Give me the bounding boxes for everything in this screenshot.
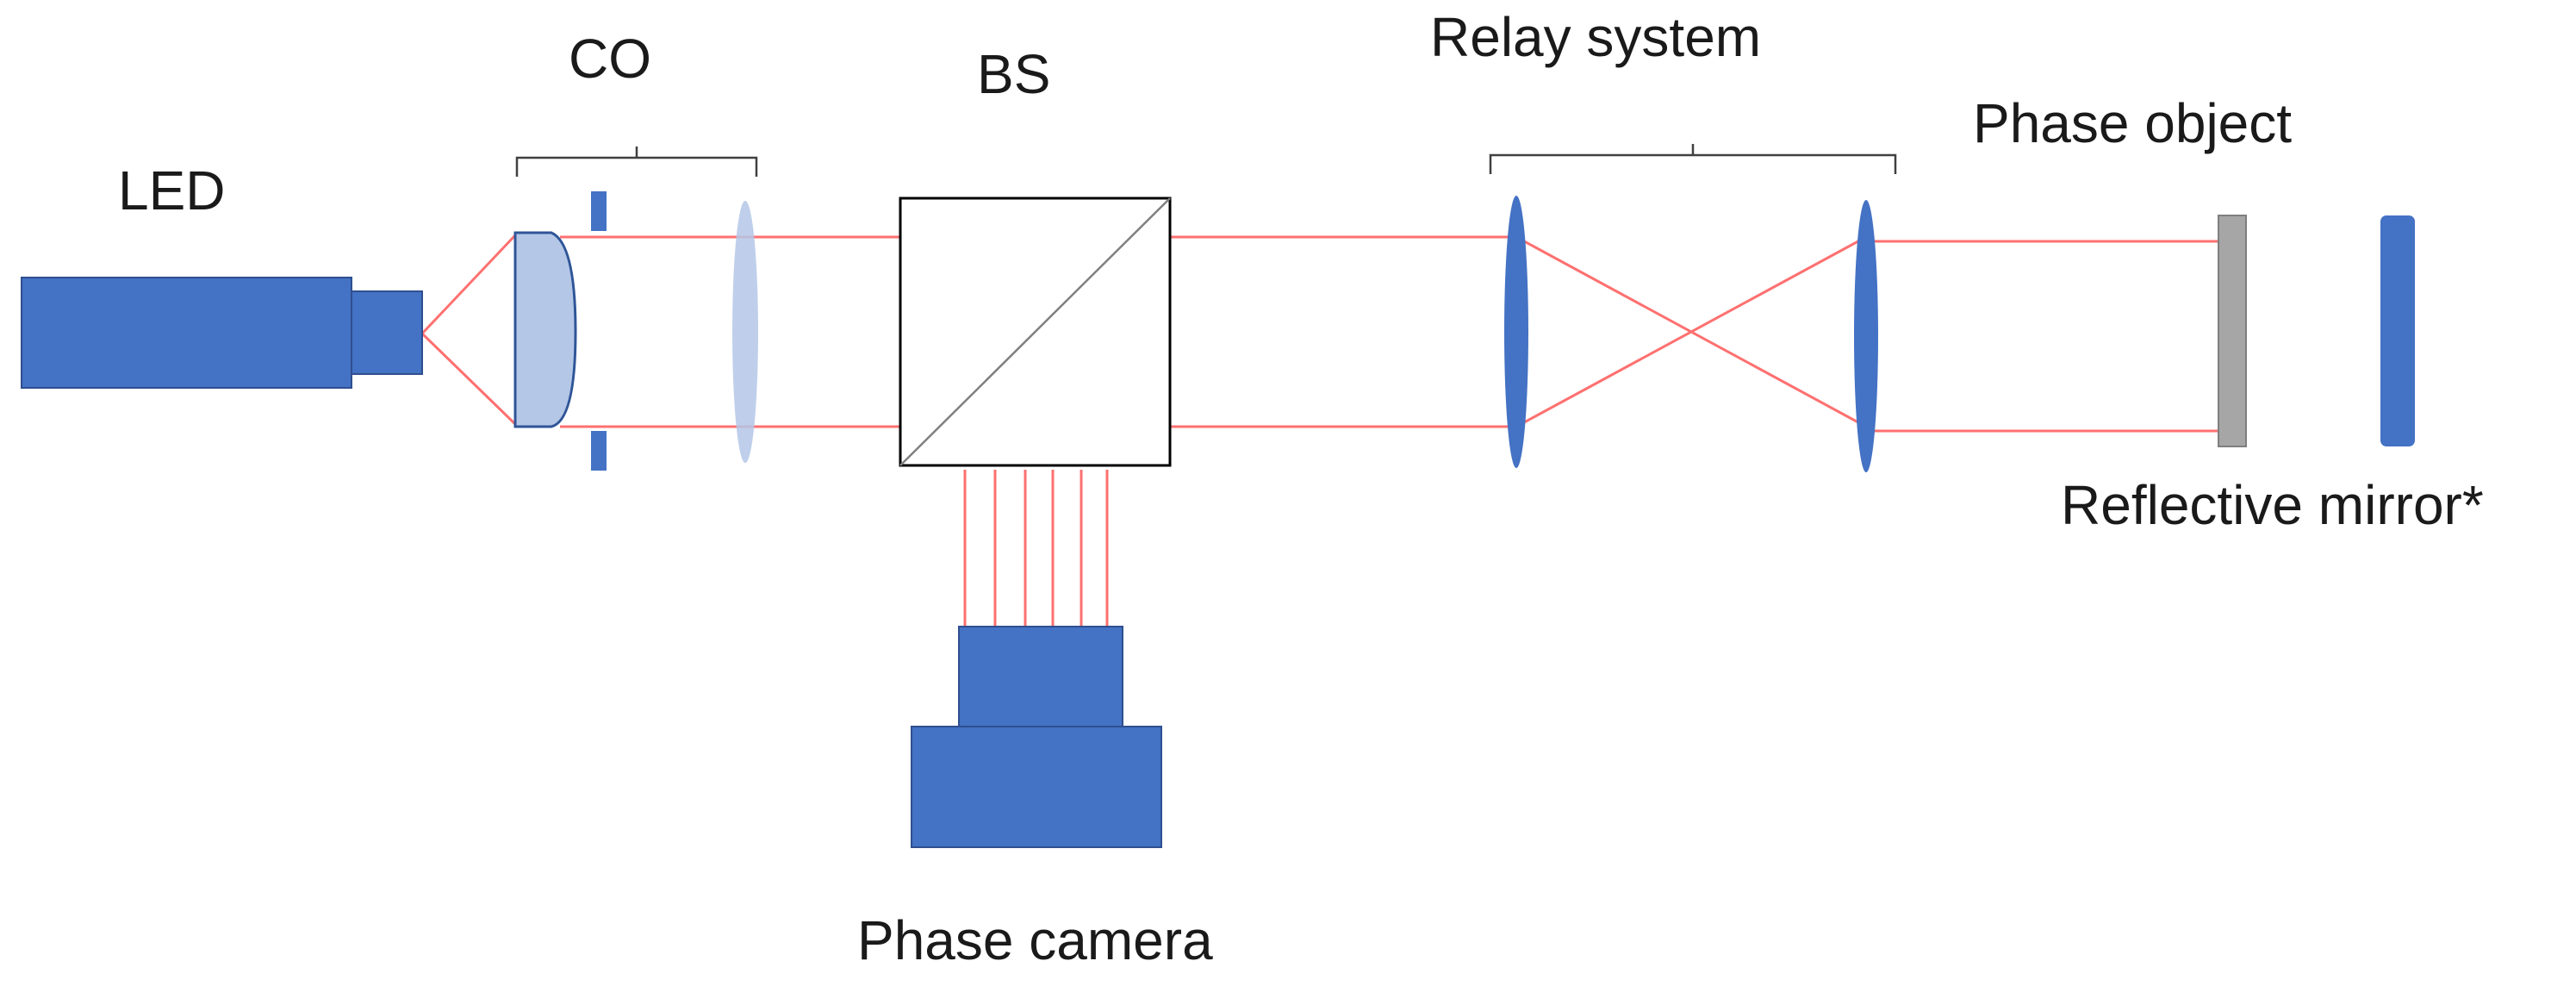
relay-lens-1	[1504, 196, 1528, 468]
light-rays	[420, 234, 2219, 629]
co-label: CO	[569, 28, 651, 90]
aperture-bottom	[591, 431, 607, 471]
relay-lens-2	[1854, 200, 1878, 472]
relay-brace	[1489, 144, 1897, 174]
collimating-optics	[513, 191, 758, 471]
beam-splitter	[899, 197, 1172, 467]
phase-camera-label: Phase camera	[857, 909, 1213, 971]
led-source	[21, 277, 423, 389]
led-emitter	[351, 290, 423, 375]
phase-object-plate	[2218, 215, 2247, 447]
led-label: LED	[118, 159, 226, 222]
bs-label: BS	[977, 43, 1050, 105]
led-body	[21, 277, 352, 389]
co-brace	[515, 147, 758, 177]
phase-camera	[911, 626, 1162, 848]
camera-body	[911, 726, 1162, 848]
collimating-lens	[732, 201, 758, 463]
reflective-mirror	[2380, 215, 2415, 446]
reflective-mirror-label: Reflective mirror*	[2061, 474, 2484, 536]
condenser-lens	[513, 231, 577, 428]
relay-system-label: Relay system	[1430, 6, 1761, 68]
camera-lens-mount	[958, 626, 1123, 731]
phase-object-label: Phase object	[1973, 92, 2292, 154]
aperture-top	[591, 191, 607, 231]
